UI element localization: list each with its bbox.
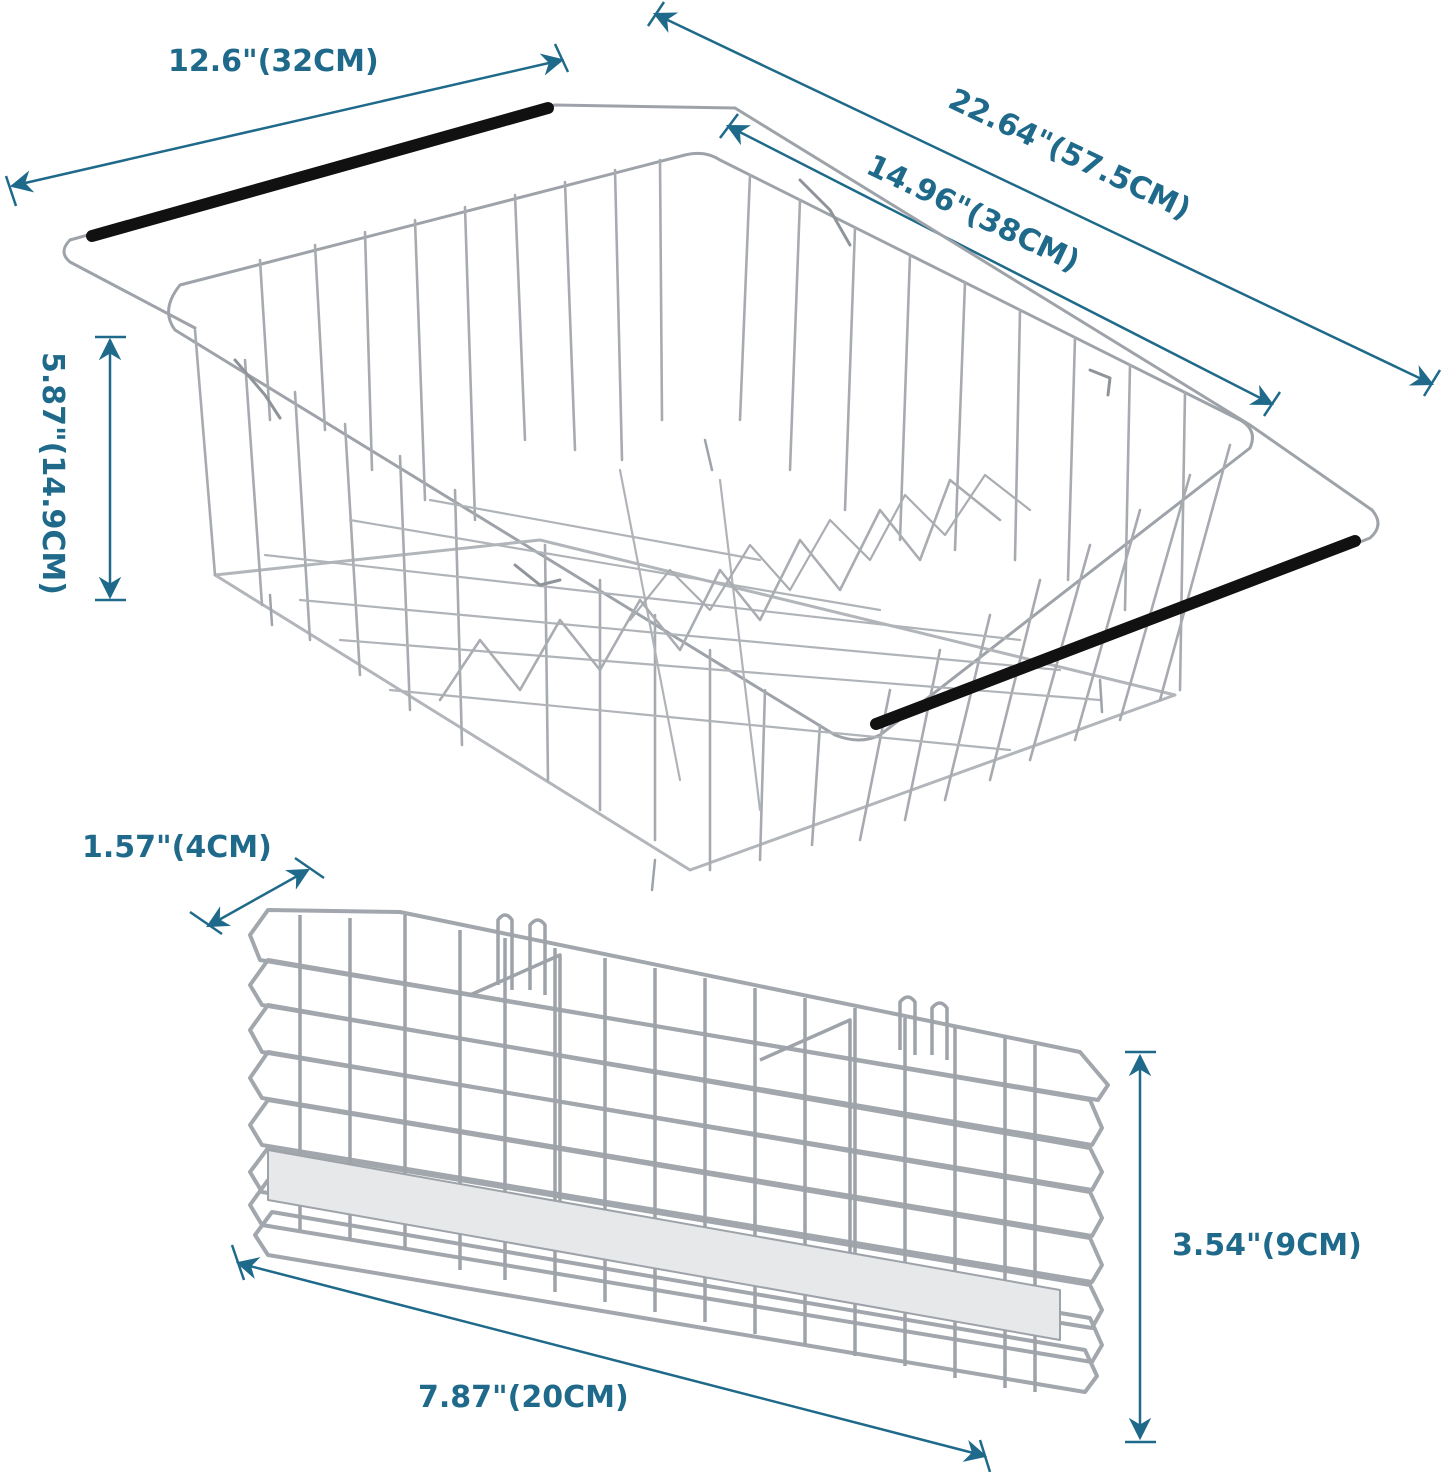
utensil-holder-length-label: 7.87"(20CM) <box>418 1380 629 1415</box>
dimension-line-height <box>95 335 126 602</box>
utensil-holder-height-label: 3.54"(9CM) <box>1172 1228 1362 1263</box>
rubber-handle <box>86 102 1361 730</box>
utensil-holder-width-label: 1.57"(4CM) <box>82 830 272 865</box>
utensil-holder-illustration <box>248 908 1110 1394</box>
dimension-line-length-max <box>646 1 1442 397</box>
dimension-line-holder-length <box>230 1244 992 1472</box>
dimension-line-width <box>4 43 570 207</box>
dish-rack-width-label: 12.6"(32CM) <box>168 44 379 79</box>
dimension-line-length-min <box>719 113 1282 417</box>
dish-rack-illustration <box>62 103 1380 892</box>
dimension-line-holder-width <box>189 856 325 936</box>
dimension-line-holder-height <box>1125 1050 1156 1444</box>
dish-rack-height-label: 5.87"(14.9CM) <box>35 352 70 595</box>
